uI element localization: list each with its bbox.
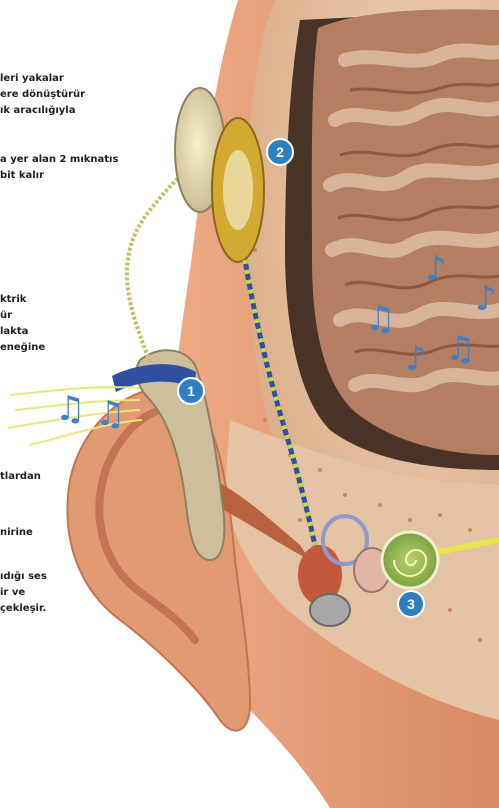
caption-step-3b: nirine xyxy=(0,525,33,541)
music-note-icon: ♫ xyxy=(95,394,125,434)
single-note-icon: ♪ xyxy=(405,339,427,379)
music-note-icon: ♫ xyxy=(55,389,85,429)
svg-text:3: 3 xyxy=(407,596,415,612)
single-note-icon: ♪ xyxy=(425,249,447,289)
caption-step-1: leri yakalar ere dönüştürür ık aracılığı… xyxy=(0,71,85,119)
music-note-icon: ♫ xyxy=(445,329,475,369)
caption-step-3a: tlardan xyxy=(0,469,41,485)
ear-canal-bone xyxy=(310,594,350,626)
single-note-icon: ♪ xyxy=(475,279,497,319)
caption-step-3c: ıdığı ses ir ve çekleşir. xyxy=(0,569,47,617)
cochlea xyxy=(382,532,438,588)
caption-step-2: ktrik ür lakta eneğine xyxy=(0,292,45,356)
music-note-icon: ♫ xyxy=(365,299,395,339)
badge-3: 3 xyxy=(398,591,424,617)
caption-magnets: a yer alan 2 mıknatıs bit kalır xyxy=(0,152,118,184)
badge-2: 2 xyxy=(267,139,293,165)
badge-1: 1 xyxy=(178,378,204,404)
svg-text:2: 2 xyxy=(276,144,284,160)
svg-text:1: 1 xyxy=(187,383,195,399)
implant-magnet xyxy=(223,150,253,230)
